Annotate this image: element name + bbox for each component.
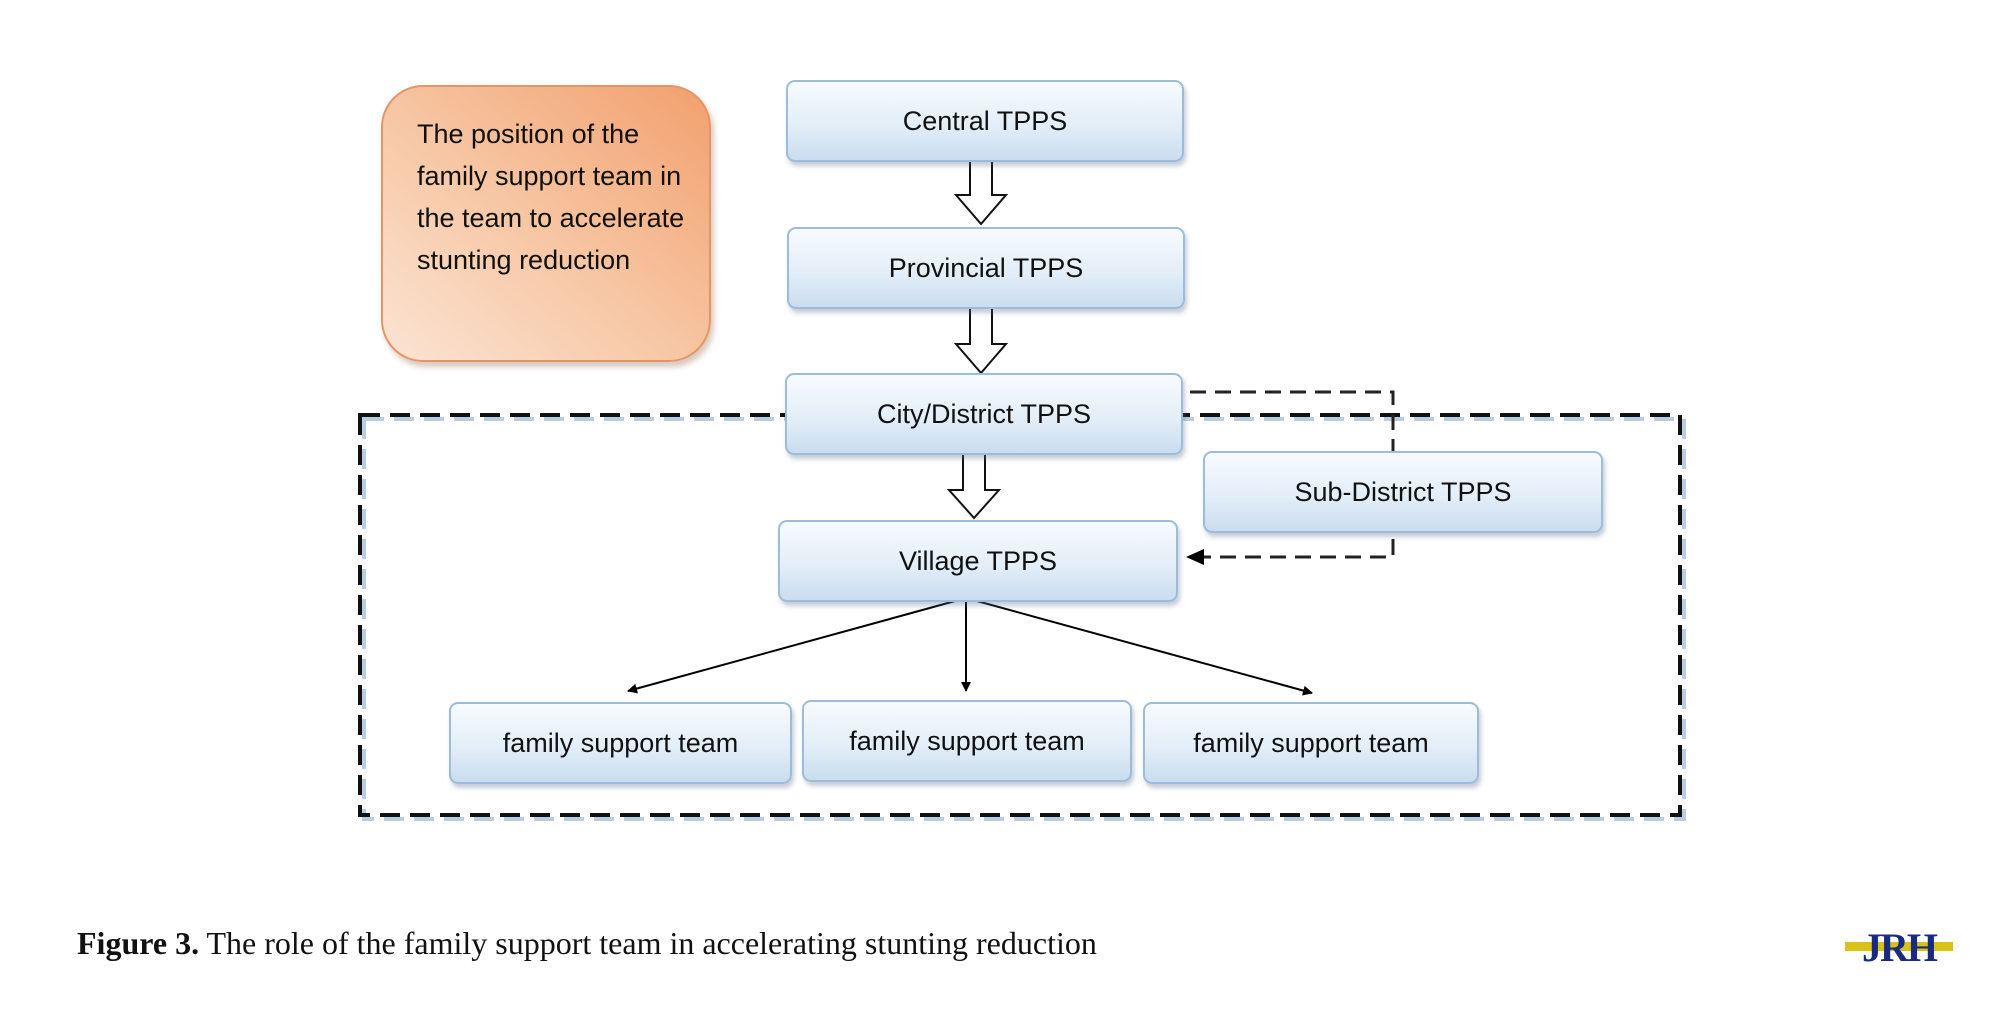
jrh-logo: JRH bbox=[1845, 928, 1953, 968]
arrow-village-to-team-3 bbox=[965, 597, 1313, 696]
node-central-tpps: Central TPPS bbox=[786, 80, 1184, 162]
node-sub-district-tpps: Sub-District TPPS bbox=[1203, 451, 1603, 533]
node-city-district-tpps: City/District TPPS bbox=[785, 373, 1183, 455]
node-family-support-team-3: family support team bbox=[1143, 702, 1479, 784]
node-village-tpps: Village TPPS bbox=[778, 520, 1178, 602]
explanatory-note: The position of the family support team … bbox=[381, 85, 711, 362]
figure-caption-label: Figure 3. bbox=[77, 925, 200, 961]
arrow-village-to-team-1 bbox=[627, 597, 967, 694]
node-provincial-tpps: Provincial TPPS bbox=[787, 227, 1185, 309]
arrow-city-to-village bbox=[946, 451, 1002, 520]
node-family-support-team-2: family support team bbox=[802, 700, 1132, 782]
arrow-provincial-to-city bbox=[953, 305, 1009, 375]
figure-caption: Figure 3. The role of the family support… bbox=[77, 925, 1097, 962]
node-family-support-team-1: family support team bbox=[449, 702, 792, 784]
figure-caption-text: The role of the family support team in a… bbox=[206, 925, 1097, 961]
arrow-central-to-provincial bbox=[953, 159, 1009, 226]
svg-text:JRH: JRH bbox=[1862, 928, 1938, 968]
